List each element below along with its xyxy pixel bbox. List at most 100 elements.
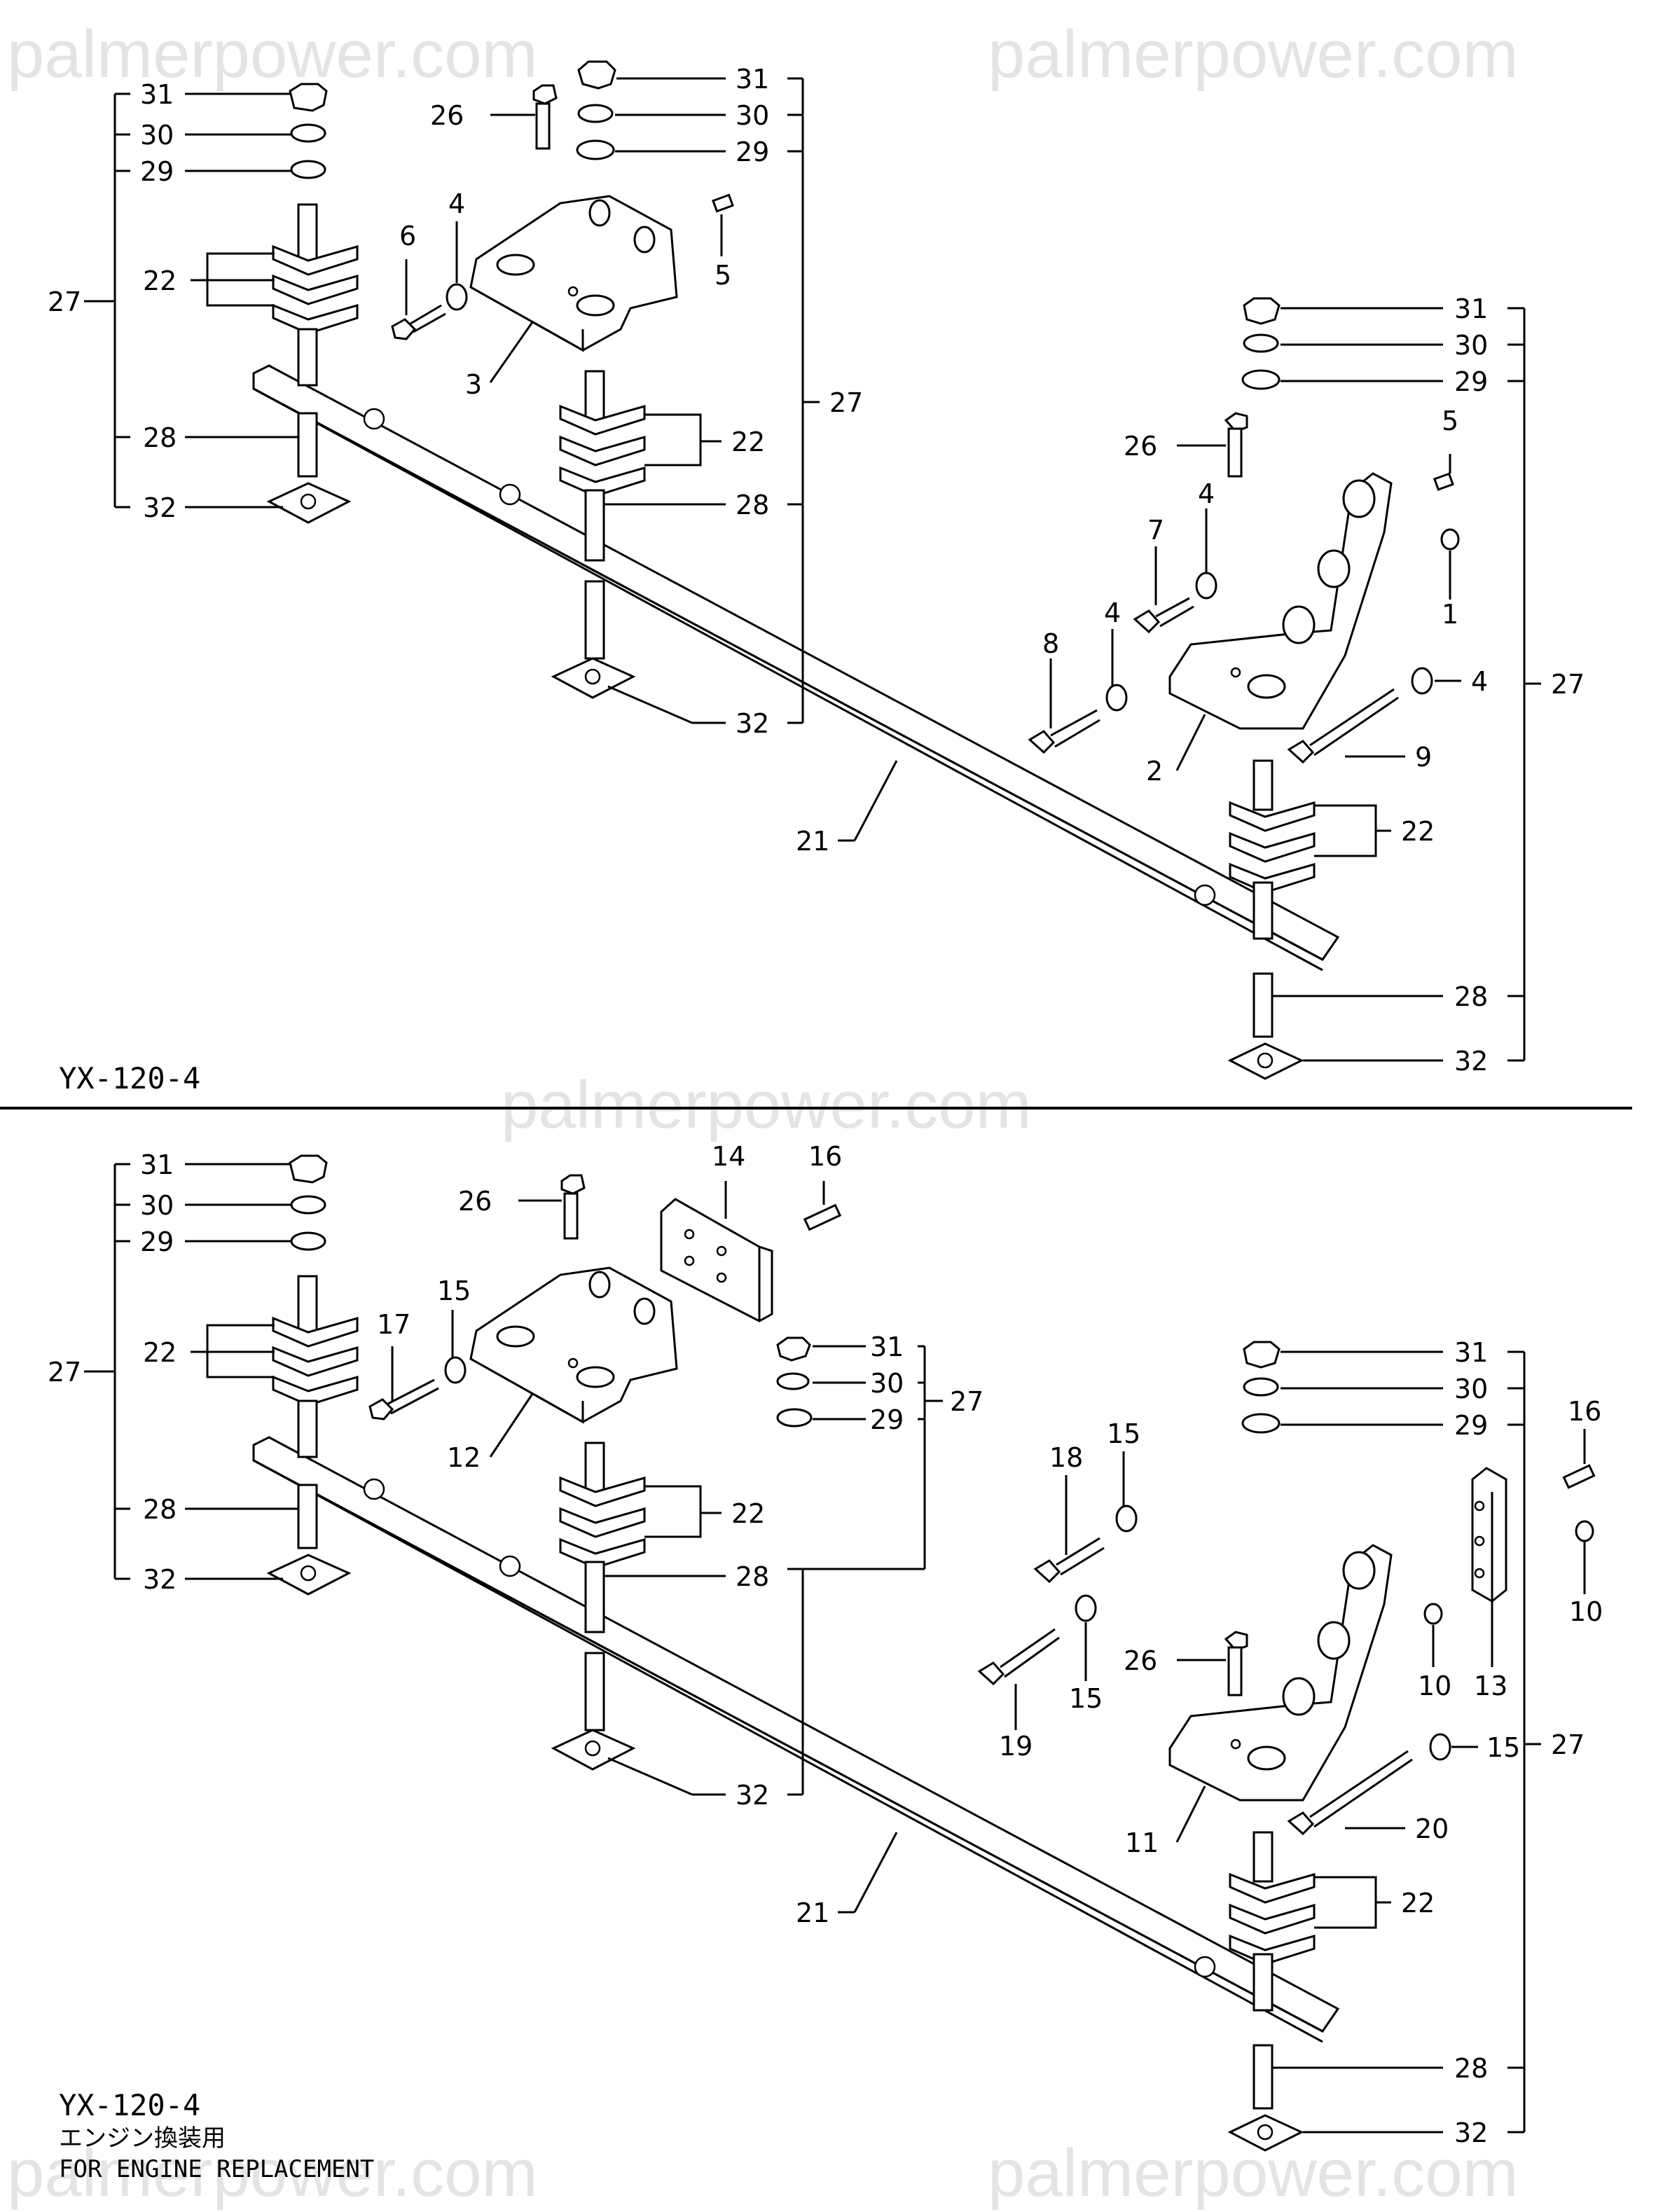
callout-28: 28 bbox=[1454, 2053, 1488, 2084]
callout-27: 27 bbox=[950, 1386, 984, 1417]
callout-29: 29 bbox=[736, 137, 769, 167]
callout-32: 32 bbox=[1454, 1046, 1488, 1077]
callout-30: 30 bbox=[1454, 330, 1488, 361]
callout-13: 13 bbox=[1474, 1671, 1507, 1701]
callout-29: 29 bbox=[140, 156, 174, 187]
callout-20: 20 bbox=[1415, 1813, 1449, 1844]
bottom-callouts: 31 30 29 22 27 28 32 26 14 16 17 15 12 3… bbox=[48, 1141, 1603, 2148]
callout-22: 22 bbox=[143, 1337, 177, 1368]
bracket-part-3 bbox=[391, 193, 734, 352]
callout-22: 22 bbox=[731, 1498, 765, 1529]
callout-32: 32 bbox=[736, 1780, 769, 1811]
bottom-leader-lines bbox=[84, 1163, 1586, 2134]
bracket-part-12 bbox=[368, 1198, 842, 1428]
callout-21: 21 bbox=[796, 826, 829, 857]
callout-28: 28 bbox=[143, 1494, 177, 1525]
callout-10: 10 bbox=[1418, 1671, 1451, 1701]
watermark-top-right: palmerpower.com bbox=[988, 17, 1519, 92]
watermark-top-left: palmerpower.com bbox=[7, 17, 538, 92]
callout-7: 7 bbox=[1147, 515, 1164, 546]
callout-4: 4 bbox=[1471, 666, 1488, 697]
callout-22: 22 bbox=[1401, 816, 1435, 847]
callout-27: 27 bbox=[829, 387, 863, 418]
callout-26: 26 bbox=[1124, 1645, 1157, 1676]
left-mount-stack bbox=[266, 83, 359, 524]
callout-30: 30 bbox=[140, 1190, 174, 1221]
callout-31: 31 bbox=[736, 64, 769, 95]
callout-28: 28 bbox=[736, 1561, 769, 1592]
top-leader-lines bbox=[84, 77, 1541, 1062]
callout-5: 5 bbox=[715, 260, 731, 291]
callout-29: 29 bbox=[140, 1226, 174, 1257]
right-mount-stack bbox=[1028, 297, 1460, 1080]
callout-16: 16 bbox=[1568, 1396, 1601, 1427]
callout-28: 28 bbox=[1454, 981, 1488, 1012]
callout-27: 27 bbox=[1551, 1729, 1585, 1760]
callout-29: 29 bbox=[1454, 366, 1488, 397]
callout-30: 30 bbox=[870, 1368, 904, 1399]
callout-32: 32 bbox=[736, 708, 769, 739]
callout-15: 15 bbox=[1107, 1418, 1140, 1449]
callout-32: 32 bbox=[1454, 2117, 1488, 2148]
callout-6: 6 bbox=[399, 221, 416, 251]
callout-17: 17 bbox=[377, 1309, 410, 1340]
bottom-subtitle-en: FOR ENGINE REPLACEMENT bbox=[59, 2155, 374, 2183]
callout-22: 22 bbox=[731, 427, 765, 457]
callout-27: 27 bbox=[48, 286, 81, 317]
callout-26: 26 bbox=[430, 100, 464, 131]
center-mount-stack bbox=[551, 1174, 646, 1771]
callout-22: 22 bbox=[1401, 1888, 1435, 1919]
callout-10: 10 bbox=[1569, 1596, 1603, 1627]
callout-19: 19 bbox=[999, 1731, 1033, 1762]
right-mount-stack bbox=[977, 1341, 1596, 2152]
callout-15: 15 bbox=[1069, 1683, 1103, 1714]
rail-part-21 bbox=[252, 364, 1340, 961]
left-mount-stack bbox=[266, 1154, 359, 1596]
bottom-diagram: 31 30 29 22 27 28 32 26 14 16 17 15 12 3… bbox=[48, 1141, 1603, 2183]
callout-27: 27 bbox=[1551, 669, 1585, 700]
callout-4: 4 bbox=[1198, 478, 1215, 509]
callout-21: 21 bbox=[796, 1898, 829, 1928]
callout-29: 29 bbox=[1454, 1410, 1488, 1441]
callout-29: 29 bbox=[870, 1404, 904, 1435]
callout-28: 28 bbox=[736, 490, 769, 520]
watermark-bottom-left: palmerpower.com bbox=[7, 2136, 538, 2211]
callout-31: 31 bbox=[1454, 1337, 1488, 1368]
callout-31: 31 bbox=[140, 1149, 174, 1180]
callout-8: 8 bbox=[1042, 628, 1059, 659]
callout-9: 9 bbox=[1415, 742, 1432, 773]
bottom-subtitle-jp: エンジン換装用 bbox=[59, 2124, 226, 2152]
callout-30: 30 bbox=[736, 100, 769, 131]
callout-30: 30 bbox=[140, 120, 174, 151]
callout-11: 11 bbox=[1125, 1827, 1159, 1858]
callout-4: 4 bbox=[1104, 597, 1121, 628]
callout-14: 14 bbox=[712, 1141, 745, 1172]
callout-16: 16 bbox=[808, 1141, 842, 1172]
callout-32: 32 bbox=[143, 492, 177, 523]
callout-31: 31 bbox=[140, 79, 174, 110]
top-diagram: 31 30 29 22 27 28 32 26 6 4 3 5 31 30 29… bbox=[48, 60, 1585, 1095]
callout-30: 30 bbox=[1454, 1374, 1488, 1404]
callout-15: 15 bbox=[437, 1276, 471, 1306]
rail-part-21 bbox=[252, 1436, 1340, 2033]
callout-28: 28 bbox=[143, 422, 177, 453]
callout-31: 31 bbox=[1454, 293, 1488, 324]
callout-2: 2 bbox=[1146, 756, 1163, 787]
callout-5: 5 bbox=[1442, 406, 1458, 436]
watermark-center: palmerpower.com bbox=[501, 1067, 1032, 1142]
watermark-bottom-right: palmerpower.com bbox=[988, 2136, 1519, 2211]
callout-15: 15 bbox=[1486, 1732, 1520, 1763]
bottom-model-caption: YX-120-4 bbox=[59, 2088, 200, 2122]
top-model-caption: YX-120-4 bbox=[59, 1061, 200, 1095]
callout-12: 12 bbox=[447, 1442, 481, 1473]
callout-32: 32 bbox=[143, 1564, 177, 1595]
center-mount-stack bbox=[532, 60, 646, 699]
top-callouts: 31 30 29 22 27 28 32 26 6 4 3 5 31 30 29… bbox=[48, 64, 1585, 1077]
callout-27: 27 bbox=[48, 1357, 81, 1388]
callout-1: 1 bbox=[1442, 599, 1458, 630]
callout-18: 18 bbox=[1049, 1442, 1083, 1473]
callout-31: 31 bbox=[870, 1332, 904, 1362]
callout-26: 26 bbox=[458, 1186, 492, 1217]
callout-26: 26 bbox=[1124, 431, 1157, 462]
